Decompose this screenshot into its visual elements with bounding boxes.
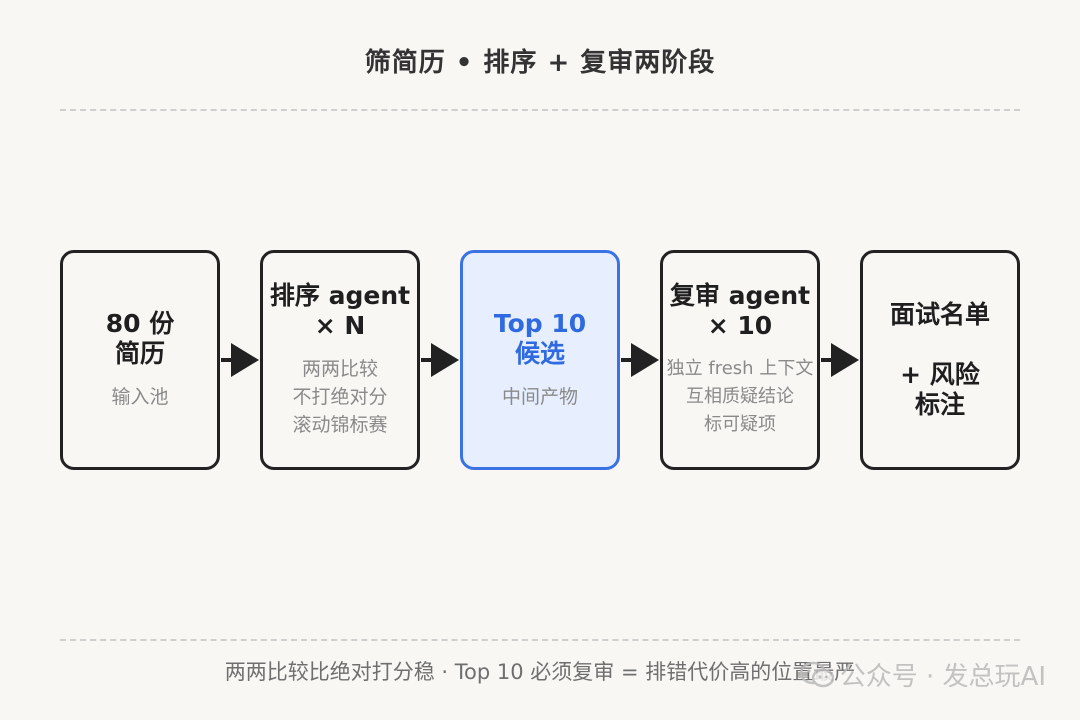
step-subtitle: 独立 fresh 上下文 互相质疑结论 标可疑项: [666, 358, 814, 435]
arrow-right-icon: [821, 343, 859, 377]
top-divider: [60, 109, 1020, 111]
page-title: 筛简历 • 排序 + 复审两阶段: [364, 48, 716, 78]
step-subtitle: 中间产物: [501, 386, 578, 408]
step-subtitle: 输入池: [111, 386, 169, 408]
step-box-ranking-agent: 排序 agent × N 两两比较 不打绝对分 滚动锦标赛: [260, 250, 420, 470]
footer-caption: 两两比较比绝对打分稳 · Top 10 必须复审 = 排错代价高的位置最严: [224, 660, 856, 684]
step-box-review-agent: 复审 agent × 10 独立 fresh 上下文 互相质疑结论 标可疑项: [660, 250, 820, 470]
arrow-right-icon: [421, 343, 459, 377]
arrow-right-icon: [221, 343, 259, 377]
step-subtitle: 两两比较 不打绝对分 滚动锦标赛: [292, 358, 388, 436]
step-box-resumes: 80 份 简历 输入池: [60, 250, 220, 470]
step-title: 80 份 简历: [105, 309, 175, 368]
arrow-right-icon: [621, 343, 659, 377]
step-title: Top 10 候选: [493, 309, 587, 368]
wechat-icon: [799, 661, 834, 687]
bottom-divider: [60, 639, 1020, 641]
watermark-text: 公众号 · 发总玩AI: [839, 662, 1046, 692]
step-box-top10: Top 10 候选 中间产物: [460, 250, 620, 470]
step-box-interview-list: 面试名单 + 风险 标注: [860, 250, 1020, 470]
step-title: 面试名单 + 风险 标注: [889, 300, 990, 419]
step-title: 复审 agent × 10: [669, 281, 811, 340]
step-title: 排序 agent × N: [269, 281, 411, 340]
watermark: 公众号 · 发总玩AI: [799, 656, 1046, 693]
